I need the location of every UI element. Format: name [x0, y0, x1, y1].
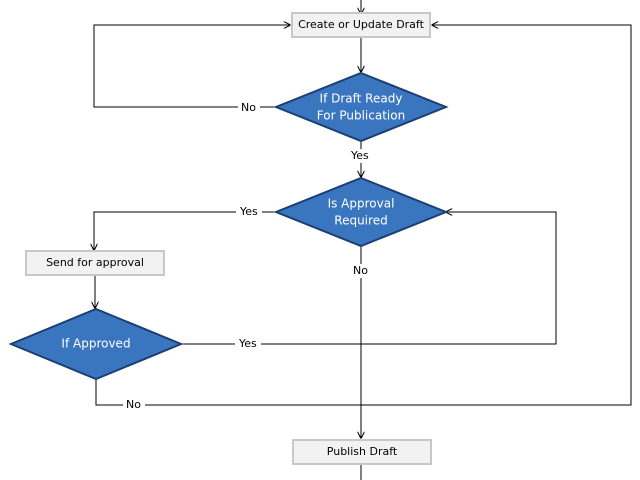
connector-approval-yes: [94, 211, 276, 250]
edge-label-approved-yes: Yes: [238, 337, 257, 350]
decision-approval-required: Is Approval Required: [273, 176, 449, 248]
edge-label-bg: [238, 100, 260, 114]
decision-approval-required-line-1: Is Approval: [328, 197, 395, 211]
edge-label-bg: [235, 337, 261, 351]
decision-if-approved: If Approved: [8, 307, 184, 381]
edge-label-approval-required-yes: Yes: [239, 205, 258, 218]
edge-label-bg: [123, 398, 145, 412]
process-send-for-approval-label: Send for approval: [46, 256, 144, 269]
decision-draft-ready: If Draft Ready For Publication: [273, 71, 449, 143]
connector-approved-yes: [181, 212, 557, 345]
decision-approval-required-line-2: Required: [334, 214, 387, 228]
edge-label-draft-ready-yes: Yes: [350, 149, 369, 162]
connector-approved-no: [95, 25, 632, 406]
process-create-update-draft: Create or Update Draft: [291, 12, 431, 38]
decision-draft-ready-line-2: For Publication: [317, 109, 405, 123]
edge-label-bg: [349, 149, 373, 163]
process-publish-draft: Publish Draft: [292, 439, 432, 465]
edge-label-bg: [236, 205, 262, 219]
process-create-update-draft-label: Create or Update Draft: [298, 18, 425, 31]
edge-label-draft-ready-no: No: [241, 101, 256, 114]
decision-if-approved-label: If Approved: [61, 337, 130, 351]
connector-ready-no-loop: [93, 25, 290, 108]
process-publish-draft-label: Publish Draft: [327, 445, 398, 458]
edge-label-bg: [350, 264, 372, 278]
edge-label-approval-required-no: No: [353, 264, 368, 277]
process-send-for-approval: Send for approval: [25, 250, 165, 276]
decision-draft-ready-line-1: If Draft Ready: [320, 92, 403, 106]
edge-label-approved-no: No: [126, 398, 141, 411]
